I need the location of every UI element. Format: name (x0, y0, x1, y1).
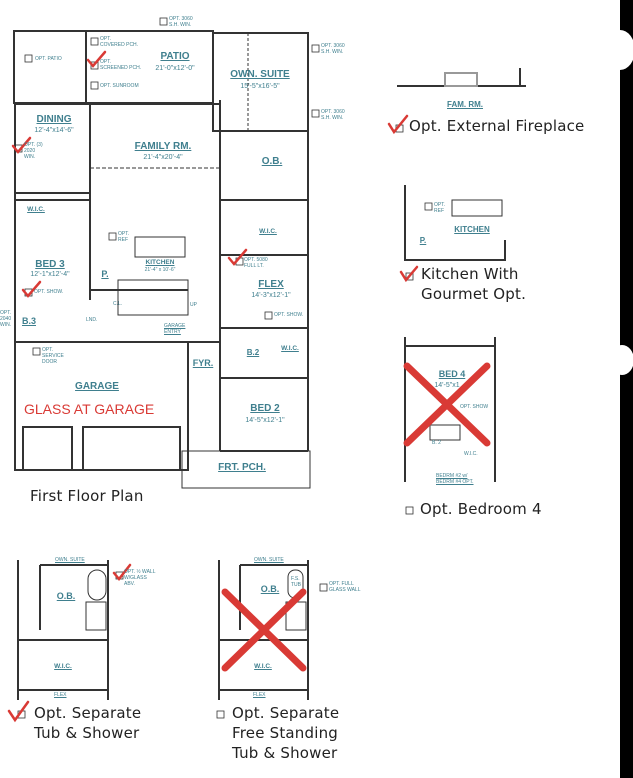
tub-suite-label: OWN. SUITE (55, 557, 85, 563)
edge-bump (610, 345, 633, 375)
dining-label: DINING (36, 114, 72, 125)
fs-tub-label: F.S. TUB (291, 576, 301, 588)
opt-covered-porch-label[interactable]: OPT. COVERED PCH. (100, 36, 139, 48)
opt-dining-window-label[interactable]: OPT. (3) 2020 WIN. (24, 142, 43, 160)
check-marks (7, 50, 419, 723)
gourmet-kitchen-option[interactable]: Kitchen With Gourmet Opt. (421, 265, 527, 303)
bed4-label: BED 4 (438, 369, 466, 379)
pantry-label: P. (101, 269, 109, 279)
fam-rm-label: FAM. RM. (447, 100, 483, 109)
tub-half-wall-opt: OPT. ½ WALL W/GLASS ABV. (124, 569, 156, 587)
owners-bath-label: O.B. (261, 156, 283, 167)
cross-out-marks (221, 362, 491, 672)
cross-bed4-b (403, 362, 491, 447)
bed2-dim: 14'-5"x12'-1" (245, 417, 285, 424)
family-room-dim: 21'-4"x20'-4" (143, 154, 183, 161)
kitchen-label: KITCHEN (145, 259, 175, 266)
opt-service-door-label[interactable]: OPT. SERVICE DOOR (42, 347, 64, 365)
garage-note: GLASS AT GARAGE (24, 401, 155, 417)
wic-bed2-label: W.I.C. (281, 345, 299, 352)
opt-shower-bed3-label[interactable]: OPT. SHOW. (34, 289, 64, 295)
bed4-opt-show: OPT. SHOW (460, 404, 489, 410)
edge-bump (605, 30, 633, 70)
cross-freestanding-b (221, 588, 307, 672)
family-room-label: FAMILY RM. (134, 141, 192, 152)
kitchen-option-label: KITCHEN (454, 225, 490, 234)
closet-label: C.L. (113, 301, 123, 307)
opt-2040-window-label[interactable]: OPT. 2040 WIN. (0, 310, 12, 328)
bed3-label: BED 3 (35, 259, 65, 270)
bed4-bath-label: B. 2 (432, 440, 441, 446)
tub-ob-label: O.B. (56, 591, 76, 601)
opt-5080-full-lite-label[interactable]: OPT. 5080 FULL LT. (244, 257, 268, 269)
opt-ref-label[interactable]: OPT. REF (118, 231, 130, 243)
laundry-label: LND. (86, 317, 98, 323)
option-checkboxes (14, 17, 433, 719)
tub-wic-label: W.I.C. (54, 663, 72, 670)
opt-patio-label[interactable]: OPT. PATIO (35, 56, 62, 62)
bed3-dim: 12'-1"x12'-4" (30, 271, 70, 278)
freestanding-tub-option[interactable]: Opt. Separate Free Standing Tub & Shower (232, 704, 340, 762)
fs-ob-label: O.B. (260, 584, 280, 594)
separate-tub-shower-option[interactable]: Opt. Separate Tub & Shower (34, 704, 142, 742)
kitchen-dim: 21'-4" x 10'-6" (144, 267, 176, 273)
opt-window-top-label[interactable]: OPT. 3060 S.H. WIN. (169, 16, 193, 28)
bedroom4-option[interactable]: Opt. Bedroom 4 (420, 500, 542, 518)
fs-glass-wall-opt: OPT. FULL GLASS WALL (329, 581, 361, 593)
front-porch-label: FRT. PCH. (218, 462, 266, 473)
right-edge-band (620, 0, 633, 778)
dining-dim: 12'-4"x14'-6" (34, 127, 74, 134)
external-fireplace-option[interactable]: Opt. External Fireplace (409, 117, 585, 135)
opt-shower-flex-label[interactable]: OPT. SHOW. (274, 312, 304, 318)
garage-entry-label: GARAGE ENTRY (164, 323, 186, 335)
own-suite-label: OWN. SUITE (230, 69, 290, 80)
bath2-label: B.2 (246, 348, 260, 357)
bath3-label: B.3 (21, 316, 37, 326)
garage-label: GARAGE (75, 381, 119, 392)
fs-suite-label: OWN. SUITE (254, 557, 284, 563)
tub-flex-label: FLEX (54, 692, 67, 698)
first-floor-plan-caption: First Floor Plan (30, 487, 144, 505)
bed4-note: BEDRM #2 w/ BEDRM #4 OPT. (436, 473, 474, 485)
bed4-wic-label: W.I.C. (464, 451, 478, 457)
bed4-dim: 14'-5"x1 (434, 382, 460, 389)
kitchen-option-pantry: P. (419, 236, 427, 245)
kitchen-opt-ref-label: OPT. REF (434, 202, 446, 214)
own-suite-dim: 15'-5"x16'-5" (240, 83, 280, 90)
fs-wic-label: W.I.C. (254, 663, 272, 670)
patio-dim: 21'-0"x12'-0" (155, 65, 195, 72)
fs-flex-label: FLEX (253, 692, 266, 698)
opt-screened-porch-label[interactable]: OPT. SCREENED PCH. (100, 59, 142, 71)
foyer-label: FYR. (192, 358, 214, 368)
flex-dim: 14'-3"x12'-1" (251, 292, 291, 299)
opt-sunroom-label[interactable]: OPT. SUNROOM (100, 83, 139, 89)
wic-left-label: W.I.C. (27, 206, 45, 213)
patio-label: PATIO (160, 51, 190, 62)
opt-window-right-2-label[interactable]: OPT. 3060 S.H. WIN. (321, 109, 345, 121)
wic-suite-label: W.I.C. (259, 228, 277, 235)
bed2-label: BED 2 (250, 403, 280, 414)
flex-label: FLEX (258, 279, 284, 290)
opt-window-right-label[interactable]: OPT. 3060 S.H. WIN. (321, 43, 345, 55)
stairs-up-label: UP (190, 302, 197, 308)
